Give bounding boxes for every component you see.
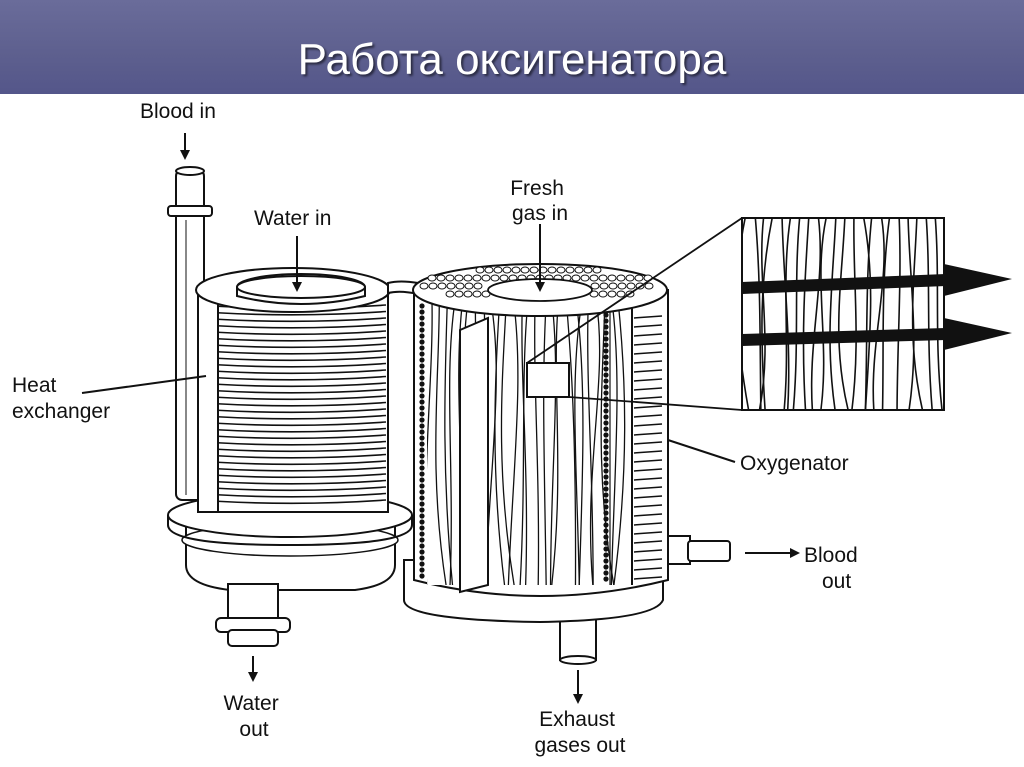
leader-lines <box>81 133 800 704</box>
oxygenator-unit <box>403 263 731 665</box>
zoom-lines <box>526 217 743 411</box>
gas-flow-arrow-upper <box>741 274 947 294</box>
label-heat-exchanger: Heat exchanger <box>12 374 110 423</box>
label-exhaust-gases-out: Exhaust gases out <box>534 708 625 757</box>
gas-flow-arrow-lower <box>741 328 947 346</box>
label-blood-out: Blood out <box>804 544 864 593</box>
title-bar: Работа оксигенатора <box>0 0 1024 94</box>
fiber-detail-inset <box>741 217 1012 411</box>
fiber-sample-window <box>526 362 570 398</box>
slide-title: Работа оксигенатора <box>297 35 727 84</box>
oxygenator-diagram: Blood in Water in Fresh gas in Heat exch… <box>12 100 1012 757</box>
label-water-in: Water in <box>254 207 331 230</box>
label-water-out: Water out <box>223 692 284 741</box>
label-fresh-gas-in: Fresh gas in <box>510 177 570 225</box>
label-oxygenator: Oxygenator <box>740 452 849 475</box>
label-blood-in: Blood in <box>140 100 216 123</box>
heat-exchanger <box>167 267 413 647</box>
